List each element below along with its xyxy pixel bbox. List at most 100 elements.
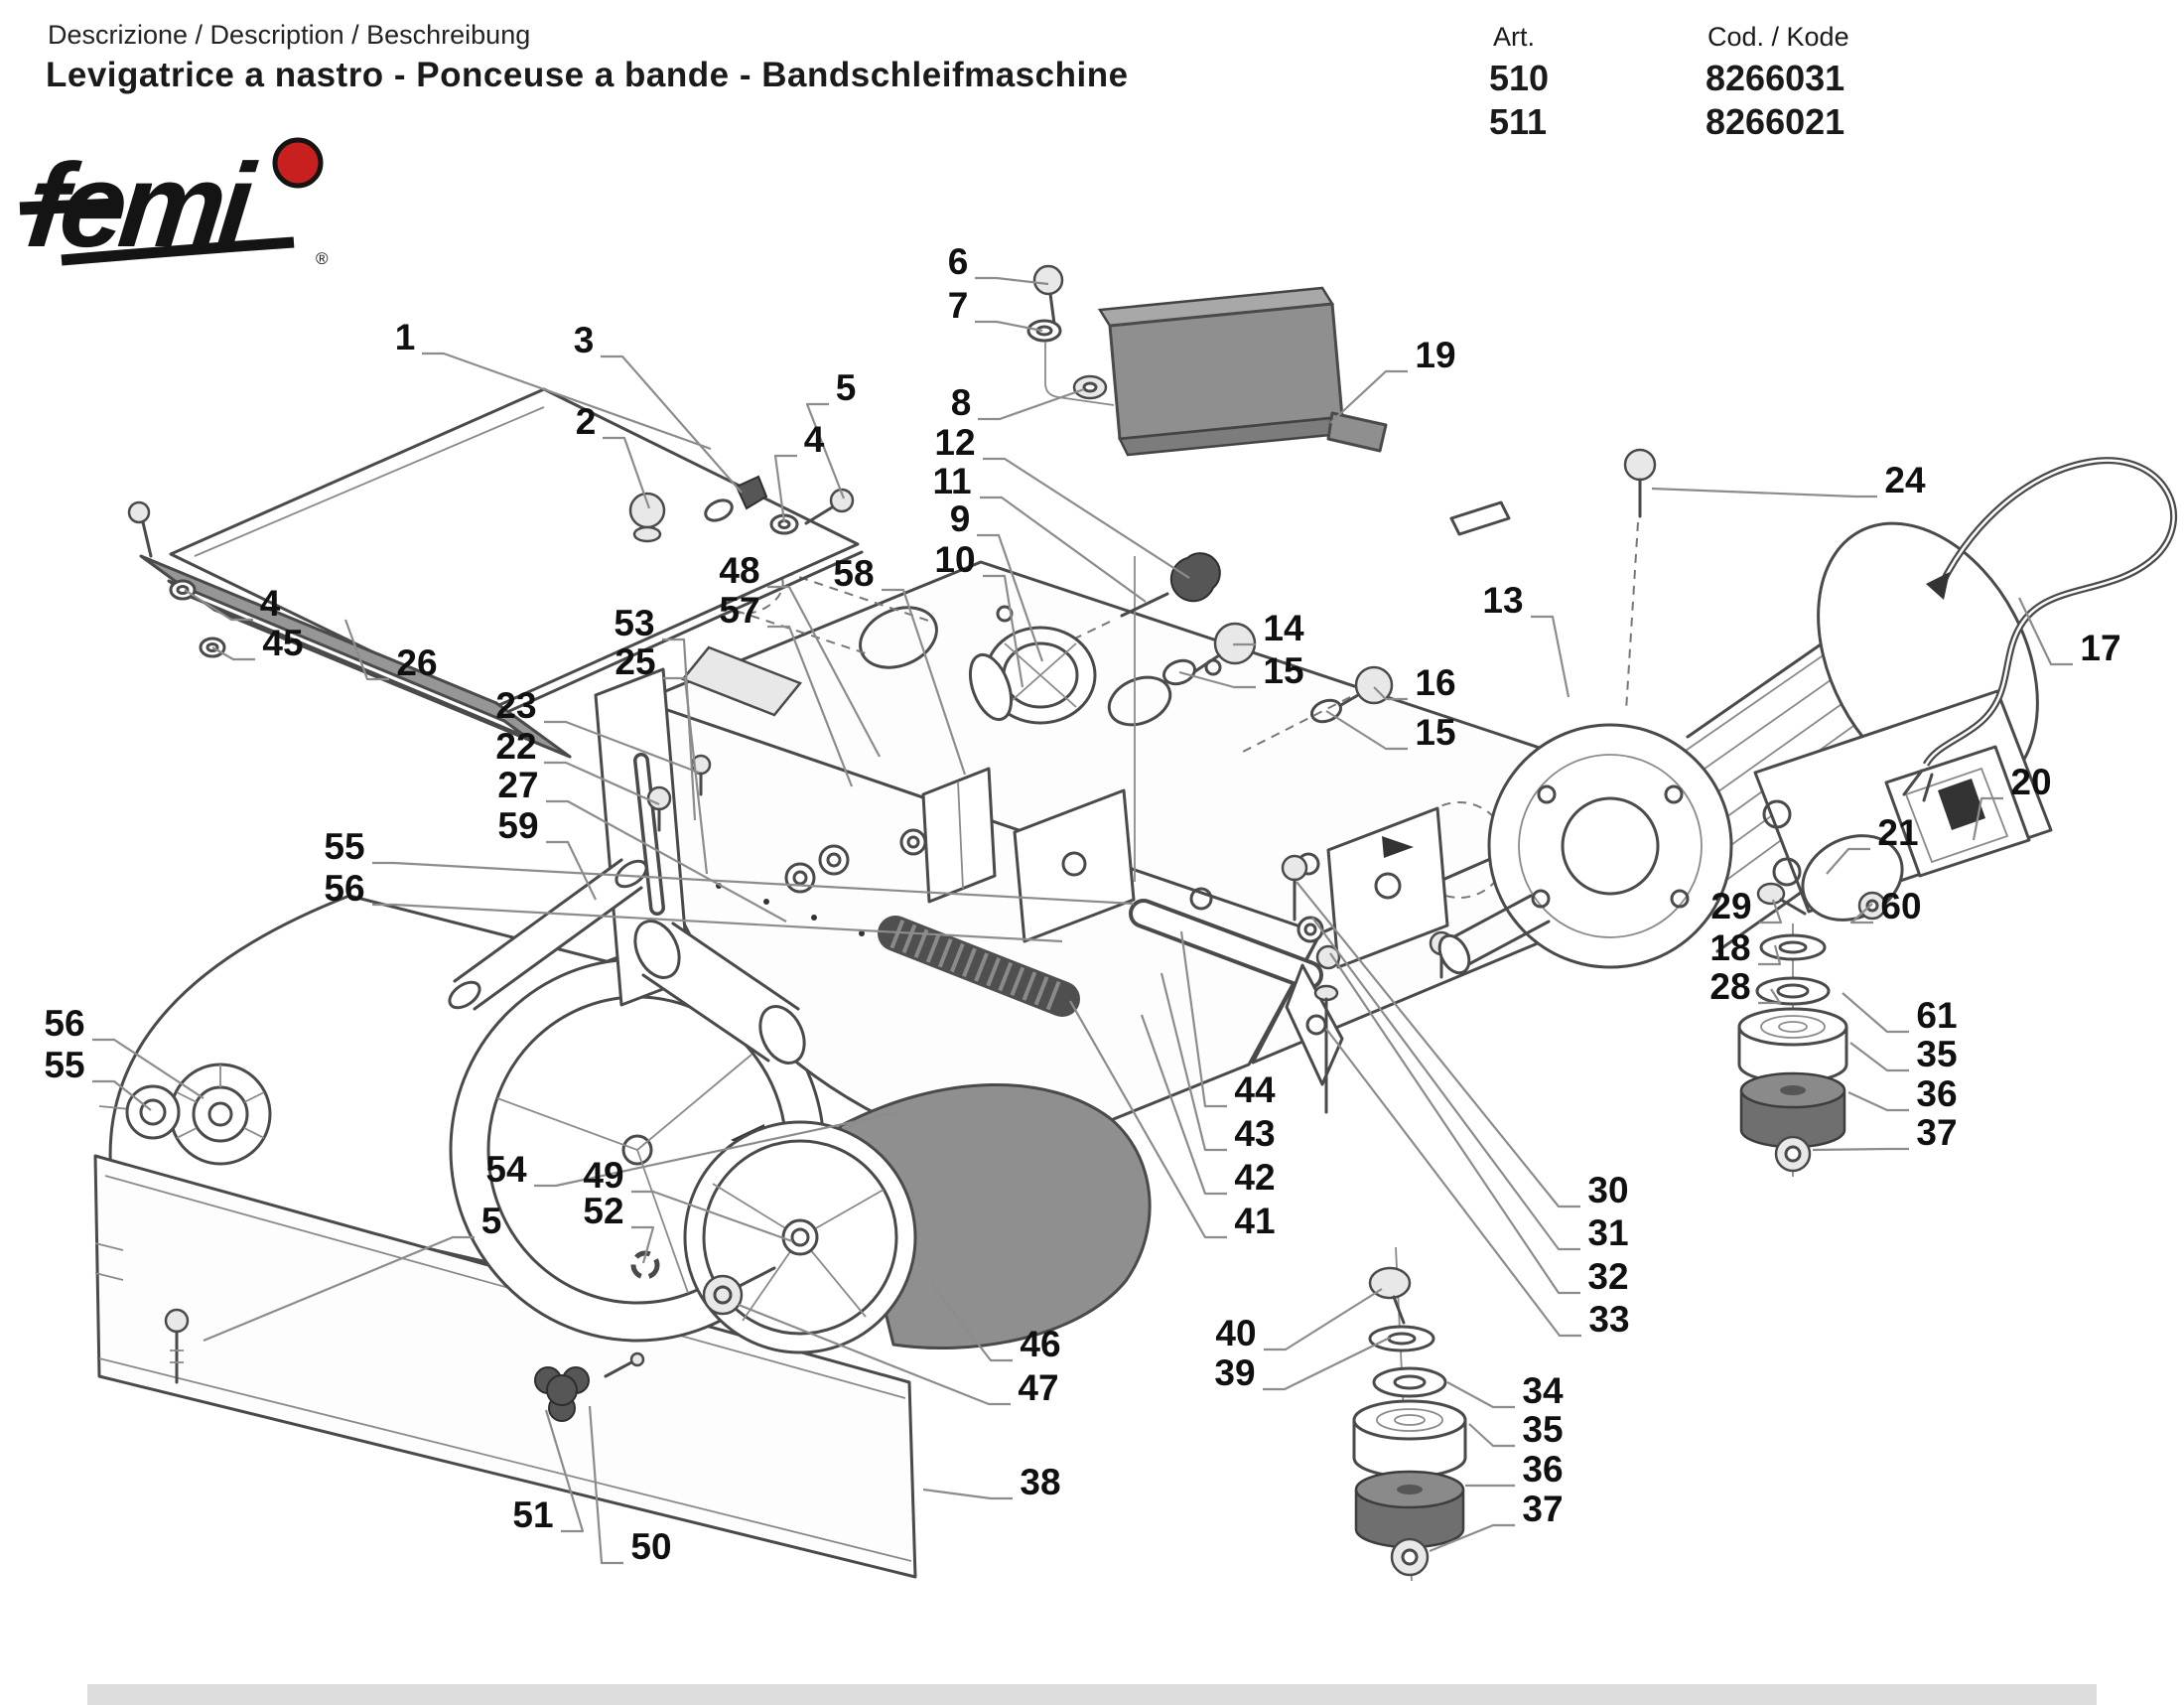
tension-spring — [878, 916, 1080, 1017]
leader-line-42 — [1140, 1014, 1227, 1196]
power-cable — [1902, 457, 2178, 802]
leader-line-44 — [1179, 930, 1227, 1108]
part-number-17: 17 — [2080, 628, 2120, 668]
part-number-7: 7 — [948, 285, 969, 326]
part-number-46: 46 — [1020, 1324, 1060, 1364]
part-number-52: 52 — [583, 1191, 623, 1231]
part-number-35: 35 — [1522, 1409, 1563, 1450]
leader-line-7 — [975, 320, 1043, 333]
leader-line-56 — [92, 1038, 205, 1099]
part-number-13: 13 — [1482, 580, 1523, 621]
part-number-10: 10 — [934, 539, 975, 580]
part-number-58: 58 — [833, 553, 874, 594]
leader-line-4 — [184, 589, 253, 622]
part-number-36: 36 — [1916, 1073, 1957, 1114]
leader-line-29 — [1759, 899, 1783, 924]
part-number-18: 18 — [1709, 927, 1750, 968]
leader-line-43 — [1160, 972, 1227, 1152]
leader-line-26 — [343, 619, 389, 681]
part-number-51: 51 — [512, 1494, 553, 1535]
leader-line-14 — [1232, 642, 1256, 646]
leader-line-2 — [603, 436, 651, 509]
part-number-35: 35 — [1916, 1034, 1957, 1074]
part-number-22: 22 — [495, 726, 536, 767]
leader-line-13 — [1531, 615, 1570, 698]
part-number-37: 37 — [1916, 1112, 1957, 1153]
part-number-15: 15 — [1263, 650, 1303, 691]
part-number-54: 54 — [485, 1149, 527, 1190]
front-panel — [93, 1154, 917, 1579]
part-number-6: 6 — [948, 241, 969, 282]
tension-roller — [633, 920, 806, 1065]
part-number-25: 25 — [614, 641, 655, 682]
leader-line-12 — [983, 457, 1190, 579]
leader-line-49 — [631, 1190, 793, 1243]
leader-line-37 — [1429, 1523, 1515, 1553]
part-number-42: 42 — [1234, 1157, 1275, 1198]
part-number-32: 32 — [1587, 1256, 1628, 1297]
leader-line-56 — [372, 903, 1063, 943]
leader-line-24 — [1651, 487, 1877, 498]
logo-red-dot — [272, 137, 324, 189]
part-number-47: 47 — [1018, 1367, 1058, 1408]
leader-line-46 — [930, 1282, 1013, 1362]
leader-line-30 — [1296, 881, 1580, 1208]
part-number-55: 55 — [44, 1045, 84, 1085]
cod-value-row1: 8266031 — [1706, 58, 1845, 98]
part-number-41: 41 — [1234, 1201, 1275, 1241]
leader-line-15 — [1178, 670, 1256, 689]
foot-assembly-bottom — [1352, 1246, 1467, 1582]
part-number-27: 27 — [497, 765, 538, 805]
leader-line-23 — [544, 720, 700, 775]
leader-line-57 — [767, 625, 854, 787]
leader-line-35 — [1849, 1042, 1909, 1072]
part-number-12: 12 — [934, 422, 975, 463]
tension-lever — [1129, 899, 1454, 1086]
art-value-row1: 510 — [1489, 58, 1550, 98]
leader-line-47 — [738, 1303, 1011, 1406]
leader-line-5 — [203, 1235, 475, 1343]
part-number-49: 49 — [583, 1155, 623, 1196]
motor — [1437, 448, 2053, 975]
part-number-5: 5 — [836, 367, 857, 408]
leader-line-4 — [773, 454, 797, 523]
leader-line-15 — [1325, 710, 1408, 751]
part-number-56: 56 — [324, 868, 364, 909]
part-number-19: 19 — [1415, 335, 1455, 375]
part-number-8: 8 — [951, 382, 972, 423]
leader-line-51 — [544, 1409, 585, 1533]
leader-line-9 — [977, 533, 1044, 662]
backstop-assembly — [968, 264, 1394, 754]
part-number-28: 28 — [1709, 966, 1750, 1007]
leader-line-10 — [983, 574, 1024, 688]
part-number-5: 5 — [481, 1201, 502, 1241]
part-number-36: 36 — [1522, 1449, 1563, 1490]
art-value-row2: 511 — [1489, 101, 1548, 142]
part-number-4: 4 — [260, 583, 281, 624]
leader-line-34 — [1446, 1381, 1515, 1409]
part-number-45: 45 — [262, 623, 303, 663]
part-number-1: 1 — [395, 317, 416, 357]
part-number-39: 39 — [1214, 1352, 1255, 1393]
part-number-24: 24 — [1884, 460, 1926, 500]
leader-line-18 — [1758, 944, 1782, 966]
leader-line-40 — [1264, 1288, 1383, 1351]
part-number-16: 16 — [1415, 662, 1455, 703]
leader-line-31 — [1311, 917, 1580, 1251]
leader-line-55 — [372, 861, 1135, 906]
leader-line-16 — [1373, 686, 1408, 701]
leader-line-61 — [1842, 992, 1909, 1034]
part-number-23: 23 — [495, 685, 536, 726]
leader-line-19 — [1329, 369, 1408, 424]
part-number-30: 30 — [1587, 1170, 1628, 1210]
part-number-34: 34 — [1522, 1370, 1564, 1411]
part-number-40: 40 — [1215, 1313, 1256, 1353]
work-table — [139, 387, 864, 759]
art-column-label: Art. — [1493, 22, 1536, 52]
part-number-9: 9 — [950, 498, 971, 539]
part-number-2: 2 — [576, 401, 597, 442]
leader-line-8 — [978, 387, 1085, 421]
